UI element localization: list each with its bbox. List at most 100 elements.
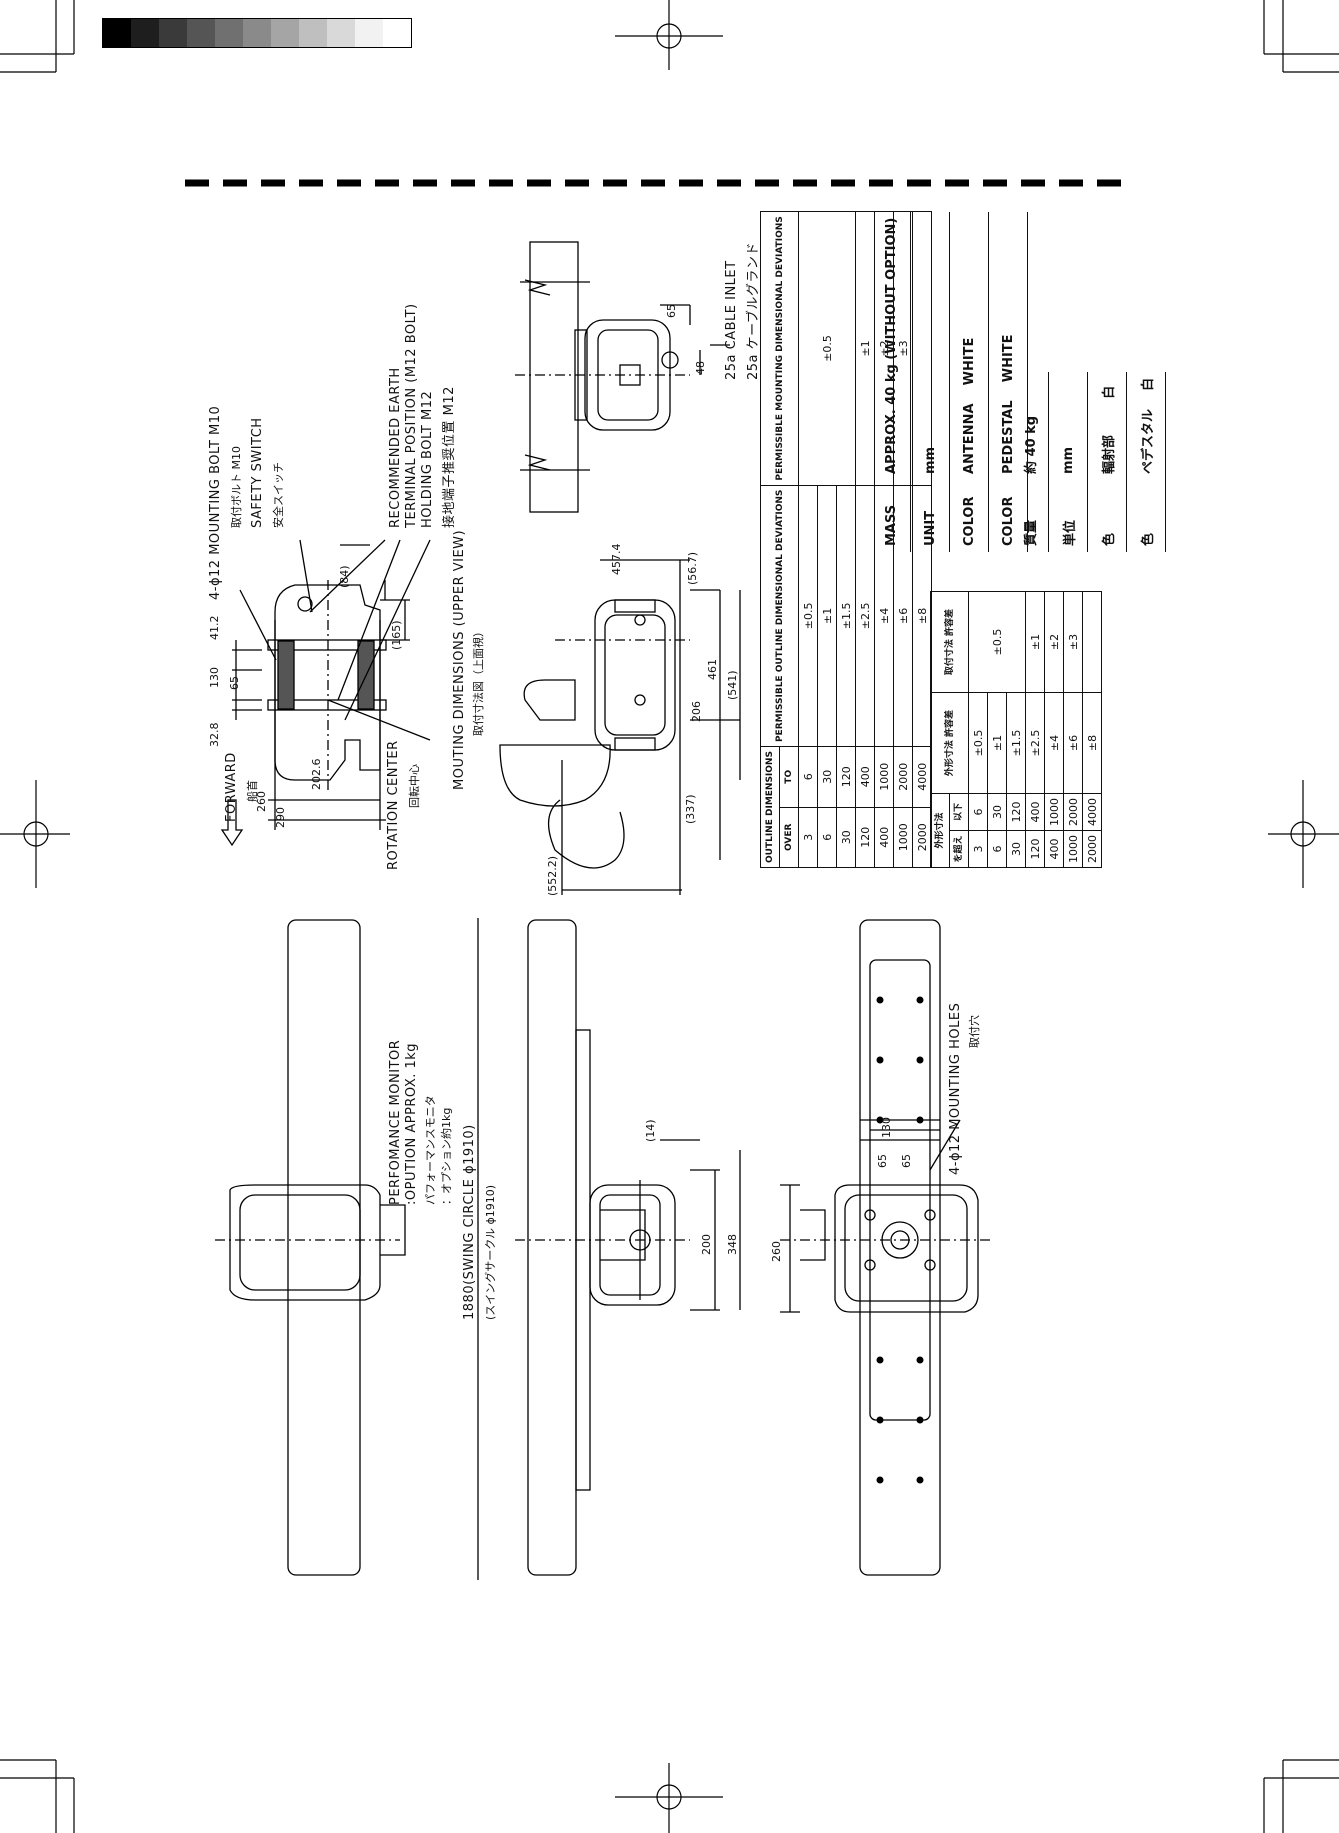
tolerance-cell-to: 2000 bbox=[1063, 793, 1083, 831]
grayscale-swatch bbox=[383, 19, 411, 47]
grayscale-swatch bbox=[299, 19, 327, 47]
perf-monitor-label-jp-2: ：オプション約1kg bbox=[440, 1107, 453, 1205]
tol-jp-col-over: を超え bbox=[949, 830, 969, 868]
upper-view-title-jp: 取付寸法図（上面視） bbox=[472, 626, 485, 736]
tolerance-cell-to: 120 bbox=[836, 746, 856, 808]
tol-jp-col-to: 以下 bbox=[949, 793, 969, 831]
holding-bolt-label-jp: 接地端子推奨位置 M12 bbox=[442, 386, 457, 528]
grayscale-swatch bbox=[327, 19, 355, 47]
tolerance-cell-out: ±0.5 bbox=[968, 692, 988, 794]
spec-key: 色 bbox=[1126, 480, 1166, 552]
tolerance-cell-over: 6 bbox=[817, 807, 837, 868]
tolerance-cell-out: ±1.5 bbox=[1006, 692, 1026, 794]
perf-monitor-label-1: PERFOMANCE MONITOR bbox=[388, 1039, 403, 1205]
tolerance-cell-out: ±4 bbox=[1044, 692, 1064, 794]
tolerance-cell-out: ±0.5 bbox=[798, 485, 818, 747]
tolerance-cell-over: 2000 bbox=[912, 807, 932, 868]
tolerance-cell-over: 6 bbox=[987, 830, 1007, 868]
spec-row: 色輻射部 白 bbox=[1087, 371, 1127, 552]
dim-260-bottom: 260 bbox=[770, 1241, 783, 1262]
tolerance-cell-over: 1000 bbox=[893, 807, 913, 868]
tolerance-cell-to: 30 bbox=[817, 746, 837, 808]
tol-jp-col-mount-dev: 取付寸法 許容差 bbox=[930, 591, 969, 693]
tolerance-cell-over: 2000 bbox=[1082, 830, 1102, 868]
mounting-holes-label-jp: 取付穴 bbox=[968, 1015, 981, 1048]
grayscale-swatch bbox=[103, 19, 131, 47]
grayscale-swatch bbox=[215, 19, 243, 47]
safety-switch-label-jp: 安全スイッチ bbox=[272, 462, 285, 528]
grayscale-swatch bbox=[187, 19, 215, 47]
dim-130-bottom: 130 bbox=[880, 1117, 893, 1138]
dim-165: (165) bbox=[390, 620, 403, 650]
spec-key: COLOR bbox=[949, 480, 989, 552]
tolerance-cell-out: ±8 bbox=[1082, 692, 1102, 794]
tolerance-cell-to: 4000 bbox=[912, 746, 932, 808]
tol-en-col-over: OVER bbox=[779, 807, 799, 868]
swing-circle-label: 1880(SWING CIRCLE ϕ1910) bbox=[462, 1124, 477, 1320]
dim-260: 260 bbox=[255, 791, 268, 812]
grayscale-strip bbox=[102, 18, 412, 48]
spec-value: 約 40 kg bbox=[1010, 371, 1049, 480]
dim-130-top: 130 bbox=[208, 667, 221, 688]
tol-en-col-outline-dev: PERMISSIBLE OUTLINE DIMENSIONAL DEVIATIO… bbox=[760, 485, 799, 747]
tolerance-cell-to: 2000 bbox=[893, 746, 913, 808]
tolerance-cell-to: 120 bbox=[1006, 793, 1026, 831]
tolerance-cell-to: 400 bbox=[1025, 793, 1045, 831]
tolerance-cell-over: 120 bbox=[855, 807, 875, 868]
safety-switch-label: SAFETY SWITCH bbox=[250, 417, 265, 528]
dim-541: (541) bbox=[726, 670, 739, 700]
tolerance-cell-to: 1000 bbox=[874, 746, 894, 808]
tolerance-cell-mount bbox=[1082, 591, 1102, 693]
dim-65-bottom-a: 65 bbox=[876, 1154, 889, 1168]
tolerance-cell-over: 30 bbox=[836, 807, 856, 868]
earth-label-2: TERMINAL POSITION (M12 BOLT) bbox=[404, 303, 419, 528]
tol-jp-col-outline-dev: 外形寸法 許容差 bbox=[930, 692, 969, 794]
dim-84: (84) bbox=[338, 565, 351, 588]
tolerance-cell-mount: ±2 bbox=[1044, 591, 1064, 693]
spec-value: mm bbox=[910, 211, 950, 480]
dim-206: 206 bbox=[690, 701, 703, 722]
grayscale-swatch bbox=[159, 19, 187, 47]
tol-en-col-mount-dev: PERMISSIBLE MOUNTING DIMENSIONAL DEVIATI… bbox=[760, 211, 799, 486]
dim-348: 348 bbox=[726, 1234, 739, 1255]
tolerance-cell-mount: ±0.5 bbox=[798, 211, 856, 486]
spec-key: 色 bbox=[1087, 480, 1127, 552]
rotation-center-label-jp: 回転中心 bbox=[408, 764, 421, 808]
spec-value: APPROX. 40 kg (WITHOUT OPTION) bbox=[872, 211, 911, 480]
tol-en-col-to: TO bbox=[779, 746, 799, 808]
forward-label: FORWARD bbox=[224, 752, 239, 822]
tolerance-cell-out: ±1.5 bbox=[836, 485, 856, 747]
rotation-center-label: ROTATION CENTER bbox=[386, 740, 401, 870]
tolerance-cell-mount: ±1 bbox=[1025, 591, 1045, 693]
dim-65-side: 65 bbox=[665, 304, 678, 318]
dim-41-2: 41.2 bbox=[208, 615, 221, 641]
tolerance-cell-over: 30 bbox=[1006, 830, 1026, 868]
dim-65-top: 65 bbox=[228, 676, 241, 690]
grayscale-swatch bbox=[243, 19, 271, 47]
tolerance-cell-to: 400 bbox=[855, 746, 875, 808]
grayscale-swatch bbox=[131, 19, 159, 47]
tolerance-cell-out: ±1 bbox=[987, 692, 1007, 794]
swing-circle-label-jp: (スイングサークル ϕ1910) bbox=[484, 1185, 497, 1320]
spec-key: 質量 bbox=[1010, 480, 1049, 552]
dim-461: 461 bbox=[706, 659, 719, 680]
dim-48: 48 bbox=[694, 361, 707, 375]
earth-label-1: RECOMMENDED EARTH bbox=[388, 367, 403, 528]
tol-jp-col-outline: 外形寸法 bbox=[930, 793, 950, 868]
spec-key: MASS bbox=[872, 480, 911, 552]
tolerance-cell-out: ±6 bbox=[1063, 692, 1083, 794]
mounting-bolt-label-jp: 取付ボルト M10 bbox=[230, 446, 243, 528]
spec-key: 単位 bbox=[1048, 480, 1088, 552]
